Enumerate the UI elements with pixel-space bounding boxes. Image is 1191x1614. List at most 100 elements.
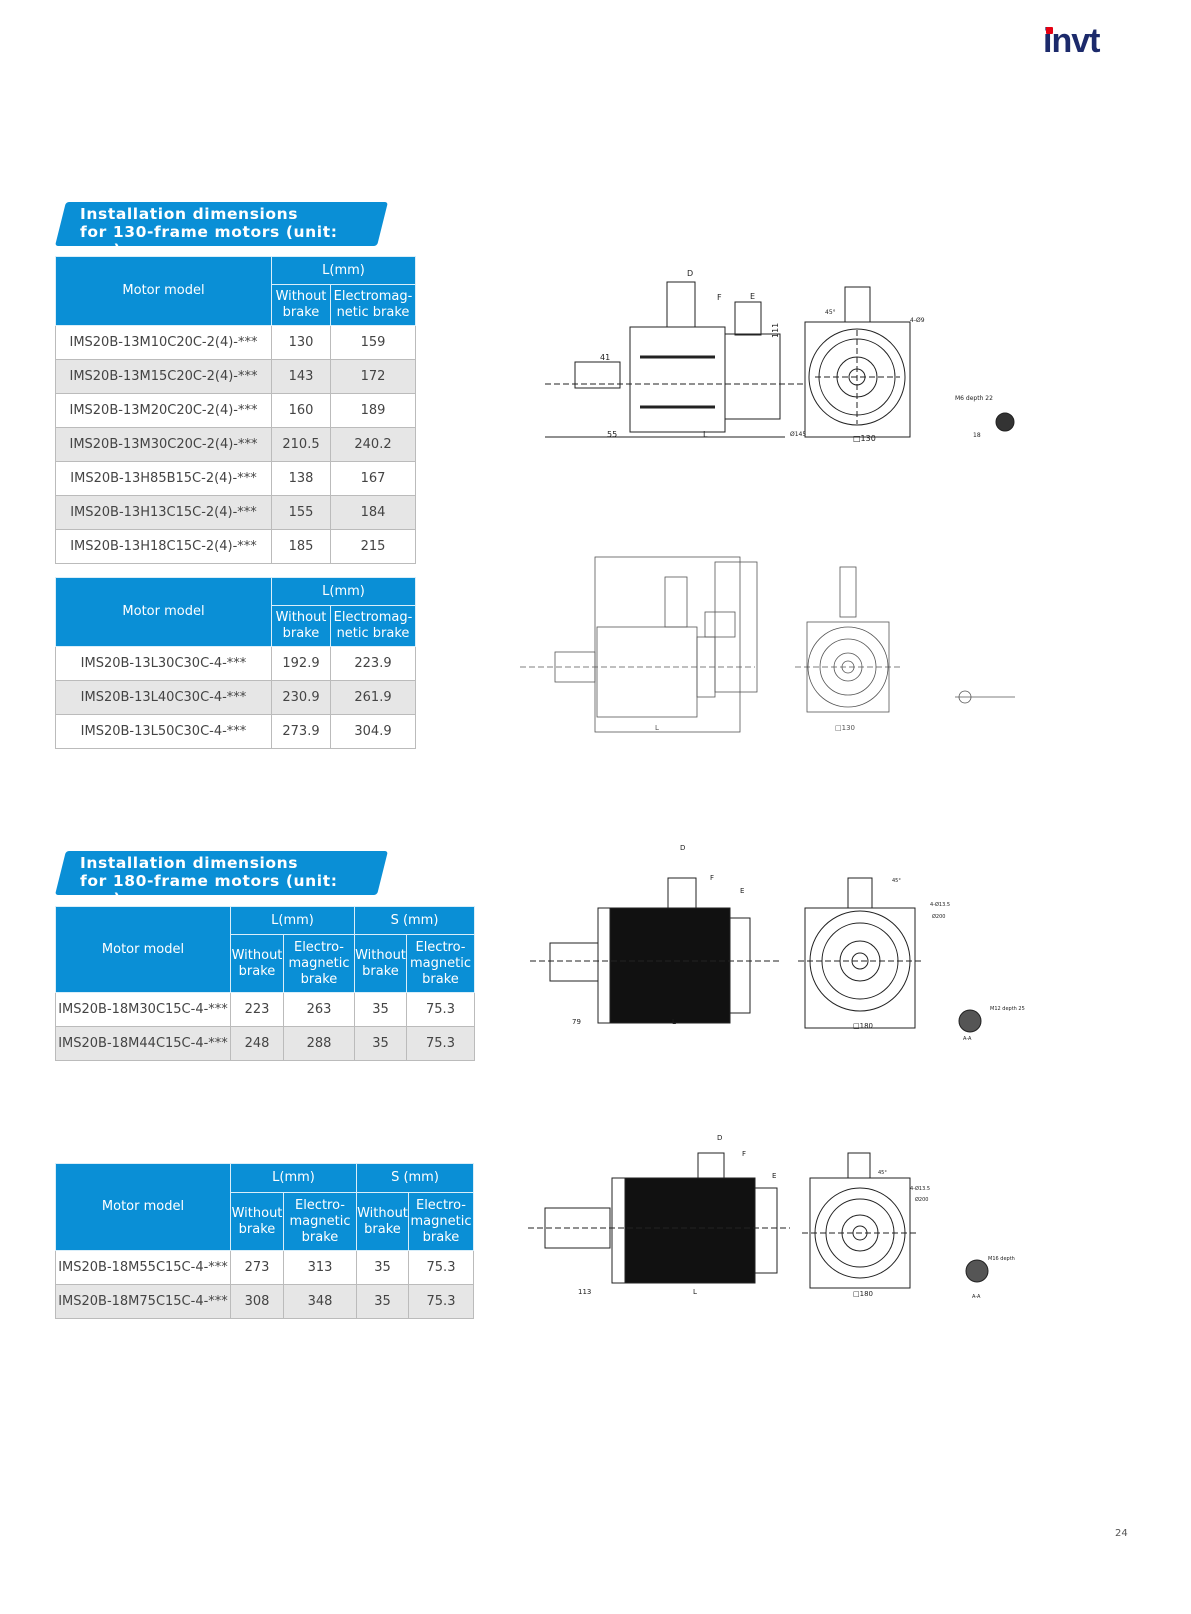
header-brake: Electromag-netic brake: [330, 284, 416, 326]
header-l: L(mm): [271, 256, 416, 285]
cell-value: 75.3: [406, 1026, 475, 1061]
label-square: □130: [853, 434, 876, 443]
header-model: Motor model: [55, 577, 272, 647]
label-d: D: [687, 269, 693, 278]
title-line1: Installation dimensions: [80, 205, 299, 223]
header-without-brake: Without brake: [271, 284, 331, 326]
cell-value: 35: [356, 1284, 409, 1319]
cell-value: 288: [283, 1026, 355, 1061]
cell-value: 75.3: [406, 992, 475, 1027]
cell-value: 273: [230, 1250, 284, 1285]
label-square: □180: [853, 1022, 873, 1030]
label-f: F: [710, 874, 714, 882]
drawing-180-frame-motor-a: D E F L 79 □180 Ø200 4-Ø13.5 45° M12 dep…: [530, 844, 1025, 1042]
label-section: A-A: [963, 1036, 972, 1042]
cell-model: IMS20B-13L30C30C-4-***: [55, 646, 272, 681]
label-d: D: [717, 1134, 722, 1142]
label-angle: 45°: [825, 309, 836, 316]
header-model: Motor model: [55, 256, 272, 326]
label-f: F: [742, 1150, 746, 1158]
cell-model: IMS20B-18M55C15C-4-***: [55, 1250, 231, 1285]
header-l-brake: Electro-magnetic brake: [283, 1192, 357, 1251]
label-pcd: Ø200: [915, 1196, 928, 1203]
cell-value: 143: [271, 359, 331, 394]
cell-value: 308: [230, 1284, 284, 1319]
label-len: 113: [578, 1288, 591, 1296]
label-pcd: Ø200: [932, 913, 945, 920]
cell-value: 155: [271, 495, 331, 530]
label-width: 18: [973, 432, 981, 439]
header-l: L(mm): [230, 1163, 357, 1193]
label-h: 111: [771, 323, 780, 338]
label-e: E: [750, 292, 755, 301]
cell-value: 159: [330, 325, 416, 360]
cell-value: 172: [330, 359, 416, 394]
label-thread: M16 depth: [988, 1256, 1015, 1262]
label-section: A-A: [972, 1294, 981, 1300]
cell-value: 215: [330, 529, 416, 564]
cell-value: 189: [330, 393, 416, 428]
header-l: L(mm): [230, 906, 355, 935]
label-thread: M12 depth 25: [990, 1006, 1025, 1012]
cell-model: IMS20B-13H18C15C-2(4)-***: [55, 529, 272, 564]
label-key: 41: [600, 353, 610, 362]
header-without-brake: Without brake: [271, 605, 331, 647]
header-s-brake: Electro-magnetic brake: [406, 934, 475, 993]
cell-value: 192.9: [271, 646, 331, 681]
label-holes: 4-Ø9: [910, 317, 925, 324]
label-holes: 4-Ø13.5: [910, 1185, 930, 1192]
label-pcd: Ø145: [790, 431, 806, 438]
page-number: 24: [1115, 1528, 1128, 1539]
cell-value: 35: [354, 992, 407, 1027]
cell-value: 167: [330, 461, 416, 496]
cell-value: 210.5: [271, 427, 331, 462]
cell-value: 313: [283, 1250, 357, 1285]
label-len: 55: [607, 430, 617, 439]
section-title-180: Installation dimensions for 180-frame mo…: [55, 851, 377, 908]
cell-value: 223.9: [330, 646, 416, 681]
cell-value: 185: [271, 529, 331, 564]
cell-value: 348: [283, 1284, 357, 1319]
label-thread: M6 depth 22: [955, 395, 993, 402]
invt-logo: invt: [1043, 22, 1100, 61]
title-line1: Installation dimensions: [80, 854, 299, 872]
header-l-brake: Electro-magnetic brake: [283, 934, 355, 993]
label-l: L: [672, 1018, 676, 1026]
header-model: Motor model: [55, 1163, 231, 1251]
label-l: L: [693, 1288, 697, 1296]
label-len: 79: [572, 1018, 581, 1026]
header-s-without: Without brake: [354, 934, 407, 993]
label-holes: 4-Ø13.5: [930, 901, 950, 908]
drawing-130-frame-motor: D E F L 55 41 111 □130 Ø145 4-Ø9 45° M6 …: [545, 269, 1015, 443]
header-model: Motor model: [55, 906, 231, 993]
header-l-without: Without brake: [230, 934, 284, 993]
drawing-130-frame-motor-l: L □130: [520, 556, 1015, 733]
cell-model: IMS20B-13H13C15C-2(4)-***: [55, 495, 272, 530]
cell-value: 230.9: [271, 680, 331, 715]
cell-value: 261.9: [330, 680, 416, 715]
cell-model: IMS20B-13M30C20C-2(4)-***: [55, 427, 272, 462]
header-brake: Electromag-netic brake: [330, 605, 416, 647]
header-s-without: Without brake: [356, 1192, 409, 1251]
cell-model: IMS20B-13H85B15C-2(4)-***: [55, 461, 272, 496]
label-square: □180: [853, 1290, 873, 1298]
cell-value: 75.3: [408, 1284, 474, 1319]
